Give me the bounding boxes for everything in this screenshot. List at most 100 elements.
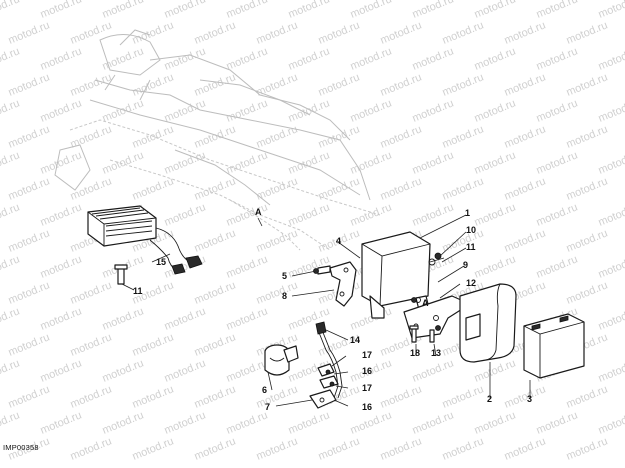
watermark-text: motod.ru — [411, 149, 456, 176]
watermark-text: motod.ru — [193, 227, 238, 254]
callout-12: 12 — [466, 278, 476, 288]
watermark-text: motod.ru — [503, 175, 548, 202]
watermark-text: motod.ru — [255, 227, 300, 254]
watermark-text: motod.ru — [597, 0, 625, 21]
watermark-text: motod.ru — [163, 201, 208, 228]
callout-labels: 1 10 11 9 12 4 5 8 18 13 2 3 14 17 16 17… — [133, 208, 532, 412]
watermark-text: motod.ru — [7, 227, 52, 254]
watermark-text: motod.ru — [7, 123, 52, 150]
watermark-text: motod.ru — [193, 123, 238, 150]
callout-17-bottom: 17 — [362, 383, 372, 393]
watermark-text: motod.ru — [0, 305, 21, 332]
watermark-text: motod.ru — [0, 97, 21, 124]
watermark-text: motod.ru — [7, 71, 52, 98]
watermark-text: motod.ru — [255, 19, 300, 46]
watermark-text: motod.ru — [411, 201, 456, 228]
watermark-text: motod.ru — [503, 383, 548, 410]
watermark-text: motod.ru — [411, 357, 456, 384]
callout-6: 6 — [262, 385, 267, 395]
watermark-text: motod.ru — [565, 279, 610, 306]
watermark-text: motod.ru — [565, 435, 610, 462]
watermark-text: motod.ru — [69, 435, 114, 462]
callout-4: 4 — [336, 236, 341, 246]
watermark-text: motod.ru — [39, 45, 84, 72]
watermark-text: motod.ru — [131, 435, 176, 462]
watermark-text: motod.ru — [503, 19, 548, 46]
watermark-text: motod.ru — [0, 201, 21, 228]
watermark-text: motod.ru — [255, 279, 300, 306]
watermark-text: motod.ru — [597, 305, 625, 332]
watermark-text: motod.ru — [101, 45, 146, 72]
watermark-text: motod.ru — [473, 149, 518, 176]
watermark-text: motod.ru — [7, 383, 52, 410]
watermark-text: motod.ru — [39, 409, 84, 436]
watermark-text: motod.ru — [287, 201, 332, 228]
watermark-text: motod.ru — [597, 357, 625, 384]
watermark-text: motod.ru — [597, 97, 625, 124]
watermark-text: motod.ru — [565, 383, 610, 410]
watermark-text: motod.ru — [535, 201, 580, 228]
watermark-text: motod.ru — [287, 97, 332, 124]
watermark-text: motod.ru — [349, 45, 394, 72]
watermark-text: motod.ru — [287, 409, 332, 436]
watermark-text: motod.ru — [473, 0, 518, 21]
reference-code: IMP00358 — [3, 443, 39, 452]
watermark-text: motod.ru — [503, 123, 548, 150]
screw-parts-13-18 — [409, 325, 435, 343]
bracket-part-8 — [329, 261, 357, 307]
watermark-text: motod.ru — [379, 175, 424, 202]
callout-14: 14 — [350, 335, 360, 345]
watermark-text: motod.ru — [503, 227, 548, 254]
watermark-text: motod.ru — [0, 253, 21, 280]
watermark-text: motod.ru — [379, 123, 424, 150]
watermark-text: motod.ru — [441, 435, 486, 462]
callout-3: 3 — [527, 394, 532, 404]
watermark-text: motod.ru — [101, 305, 146, 332]
watermark-text: motod.ru — [535, 45, 580, 72]
watermark-text: motod.ru — [411, 97, 456, 124]
callout-2: 2 — [487, 394, 492, 404]
detail-marker-a-bottom: A — [422, 298, 429, 308]
watermark-text: motod.ru — [193, 435, 238, 462]
watermark-text: motod.ru — [131, 383, 176, 410]
watermark-text: motod.ru — [0, 357, 21, 384]
watermark-text: motod.ru — [565, 19, 610, 46]
watermark-text: motod.ru — [101, 97, 146, 124]
watermark-text: motod.ru — [131, 331, 176, 358]
watermark-text: motod.ru — [0, 409, 21, 436]
watermark-text: motod.ru — [565, 227, 610, 254]
watermark-text: motod.ru — [193, 19, 238, 46]
watermark-text: motod.ru — [597, 409, 625, 436]
watermark-text: motod.ru — [379, 383, 424, 410]
watermark-text: motod.ru — [441, 227, 486, 254]
watermark-text: motod.ru — [441, 19, 486, 46]
callout-18: 18 — [410, 348, 420, 358]
watermark-text: motod.ru — [225, 409, 270, 436]
callout-1: 1 — [465, 208, 470, 218]
watermark-text: motod.ru — [473, 97, 518, 124]
watermark-text: motod.ru — [441, 175, 486, 202]
watermark-text: motod.ru — [255, 123, 300, 150]
callout-16-bottom: 16 — [362, 402, 372, 412]
watermark-text: motod.ru — [349, 201, 394, 228]
watermark-text: motod.ru — [441, 123, 486, 150]
watermark-text: motod.ru — [69, 71, 114, 98]
watermark-text: motod.ru — [441, 71, 486, 98]
watermark-text: motod.ru — [225, 201, 270, 228]
watermark-text: motod.ru — [7, 175, 52, 202]
watermark-text: motod.ru — [225, 0, 270, 21]
watermark-text: motod.ru — [535, 149, 580, 176]
watermark-text: motod.ru — [411, 45, 456, 72]
callout-15: 15 — [156, 257, 166, 267]
watermark-text: motod.ru — [535, 409, 580, 436]
watermark-text: motod.ru — [597, 149, 625, 176]
watermark-text: motod.ru — [7, 279, 52, 306]
watermark-text: motod.ru — [0, 149, 21, 176]
watermark-text: motod.ru — [39, 0, 84, 21]
fastener-parts-9-10 — [411, 252, 445, 331]
callout-13: 13 — [431, 348, 441, 358]
watermark-text: motod.ru — [565, 175, 610, 202]
watermark-text: motod.ru — [69, 19, 114, 46]
watermark-text: motod.ru — [101, 357, 146, 384]
